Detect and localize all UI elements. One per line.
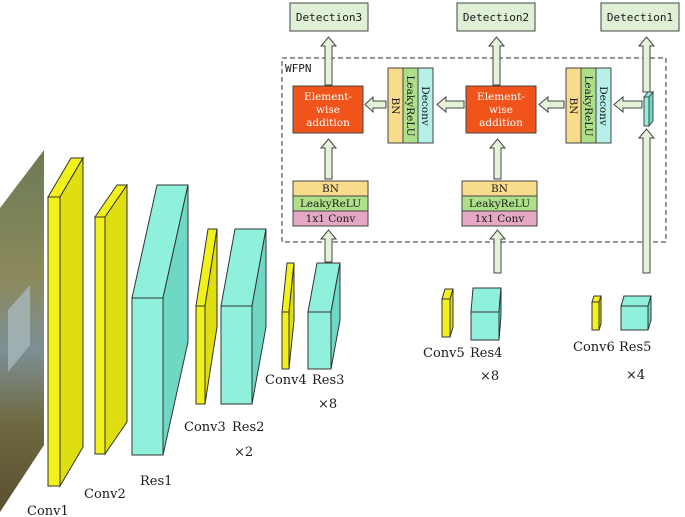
deconv-left-deconv: Deconv: [419, 86, 431, 126]
res5-label: Res5: [619, 340, 651, 355]
elementwise-right-line1: Element-: [477, 91, 525, 103]
res5-multiplier: ×4: [626, 368, 645, 383]
arrow-to-detection3: [319, 36, 338, 86]
lateral-left-leaky: LeakyReLU: [300, 198, 361, 210]
deconv-stack-left: BN LeakyReLU Deconv: [387, 67, 434, 144]
res3-multiplier: ×8: [318, 397, 337, 412]
arrow-res3-to-lateral-left: [319, 229, 338, 263]
arrow-elementwise-right-to-deconv: [436, 95, 465, 114]
deconv-right-leaky: LeakyReLU: [582, 75, 594, 136]
res2-multiplier: ×2: [234, 445, 253, 460]
deconv-left-bn: BN: [389, 98, 401, 115]
elementwise-right-line3: addition: [479, 117, 523, 129]
res4-block: [470, 287, 502, 341]
res5-block: [620, 295, 652, 331]
detection1-box: Detection1: [600, 2, 680, 32]
lateral-stack-left: BN LeakyReLU 1x1 Conv: [292, 180, 369, 227]
lateral-right-conv: 1x1 Conv: [475, 213, 525, 225]
lateral-left-conv: 1x1 Conv: [306, 213, 356, 225]
conv5-block: [441, 288, 454, 338]
deconv-left-leaky: LeakyReLU: [404, 75, 416, 136]
lateral-right-leaky: LeakyReLU: [469, 198, 530, 210]
elementwise-left-line1: Element-: [304, 91, 352, 103]
res3-block: [307, 262, 341, 370]
arrow-res4-to-lateral-right: [488, 229, 507, 274]
res1-label: Res1: [140, 474, 172, 489]
lateral-right-bn: BN: [491, 183, 508, 195]
conv3-label: Conv3: [184, 420, 226, 435]
arrow-detection1-to-deconv: [613, 95, 643, 114]
lateral-stack-right: BN LeakyReLU 1x1 Conv: [461, 180, 538, 227]
conv1-label: Conv1: [27, 504, 69, 517]
input-image-water: [8, 285, 30, 372]
elementwise-left-line3: addition: [306, 117, 350, 129]
res1-block: [131, 184, 189, 456]
conv6-block: [591, 295, 602, 331]
conv2-block: [94, 183, 128, 456]
detection1-label: Detection1: [607, 11, 673, 24]
elementwise-addition-left: Element- wise addition: [292, 85, 364, 134]
arrow-to-detection1: [637, 36, 656, 93]
elementwise-right-line2: wise: [489, 104, 513, 116]
res2-label: Res2: [232, 420, 264, 435]
conv6-label: Conv6: [573, 340, 615, 355]
conv1-block: [47, 156, 84, 488]
wfpn-label: WFPN: [285, 62, 312, 75]
arrow-res5-to-detection-path: [637, 128, 656, 274]
detection2-box: Detection2: [456, 2, 536, 32]
lateral-left-bn: BN: [322, 183, 339, 195]
conv4-block: [281, 262, 295, 370]
arrow-to-detection2: [487, 36, 506, 86]
deconv-stack-right: BN LeakyReLU Deconv: [565, 67, 612, 144]
res3-label: Res3: [312, 373, 344, 388]
res4-multiplier: ×8: [480, 369, 499, 384]
arrow-deconv-right-to-elementwise: [538, 95, 565, 114]
conv2-label: Conv2: [84, 487, 126, 502]
arrow-lateral-right-to-elementwise: [488, 138, 507, 180]
detection3-box: Detection3: [289, 2, 369, 32]
arrow-deconv-left-to-elementwise: [364, 95, 387, 114]
elementwise-addition-right: Element- wise addition: [465, 85, 537, 134]
arrow-lateral-left-to-elementwise: [319, 138, 338, 180]
deconv-right-bn: BN: [567, 98, 579, 115]
detection3-label: Detection3: [296, 11, 362, 24]
conv3-block: [195, 228, 218, 405]
detection2-label: Detection2: [463, 11, 529, 24]
small-feature-cube: [642, 90, 655, 128]
conv5-label: Conv5: [423, 346, 465, 361]
wfpn-region: [281, 57, 667, 243]
res2-block: [220, 228, 267, 405]
deconv-right-deconv: Deconv: [597, 86, 609, 126]
elementwise-left-line2: wise: [316, 104, 340, 116]
res4-label: Res4: [470, 346, 502, 361]
conv4-label: Conv4: [265, 373, 307, 388]
